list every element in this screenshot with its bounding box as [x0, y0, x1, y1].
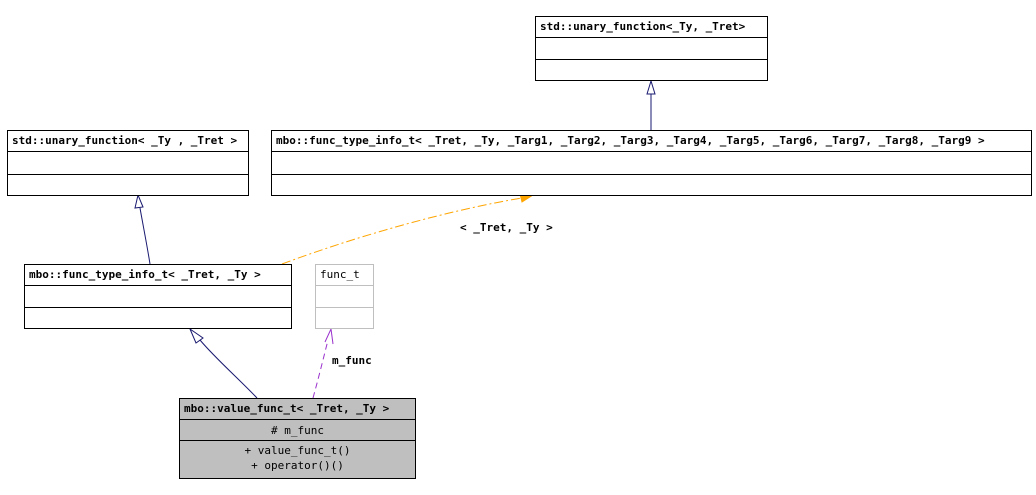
methods-section [8, 175, 248, 196]
usage-edge-value-to-func-t [312, 327, 334, 399]
attributes-section [536, 38, 767, 60]
methods-section [272, 175, 1031, 196]
attribute-m-func: # m_func [271, 424, 324, 437]
attributes-section: # m_func [180, 420, 415, 441]
class-func-t[interactable]: func_t [315, 264, 374, 329]
class-name: func_t [316, 265, 373, 286]
class-name: std::unary_function<_Ty, _Tret> [536, 17, 767, 38]
class-name: std::unary_function< _Ty , _Tret > [8, 131, 248, 152]
methods-section: + value_func_t() + operator()() [180, 441, 415, 479]
class-name: mbo::func_type_info_t< _Tret, _Ty > [25, 265, 291, 286]
attributes-section [8, 152, 248, 175]
template-binding-label: < _Tret, _Ty > [460, 221, 553, 234]
attributes-section [25, 286, 291, 308]
member-usage-label: m_func [332, 354, 372, 367]
attributes-section [316, 286, 373, 308]
class-value-func-t[interactable]: mbo::value_func_t< _Tret, _Ty > # m_func… [179, 398, 416, 479]
class-func-type-info-two[interactable]: mbo::func_type_info_t< _Tret, _Ty > [24, 264, 292, 329]
method-operator-call: + operator()() [251, 459, 344, 472]
inheritance-edge-value-to-two [188, 327, 258, 399]
class-unary-function-top[interactable]: std::unary_function<_Ty, _Tret> [535, 16, 768, 81]
inheritance-edge-two-to-left [134, 193, 151, 265]
attributes-section [272, 152, 1031, 175]
class-unary-function-left[interactable]: std::unary_function< _Ty , _Tret > [7, 130, 249, 196]
methods-section [25, 308, 291, 329]
class-name: mbo::value_func_t< _Tret, _Ty > [180, 399, 415, 420]
class-name: mbo::func_type_info_t< _Tret, _Ty, _Targ… [272, 131, 1031, 152]
class-func-type-info-full[interactable]: mbo::func_type_info_t< _Tret, _Ty, _Targ… [271, 130, 1032, 196]
method-constructor: + value_func_t() [244, 444, 351, 457]
inheritance-edge-full-to-top [646, 79, 656, 130]
methods-section [536, 60, 767, 81]
methods-section [316, 308, 373, 329]
